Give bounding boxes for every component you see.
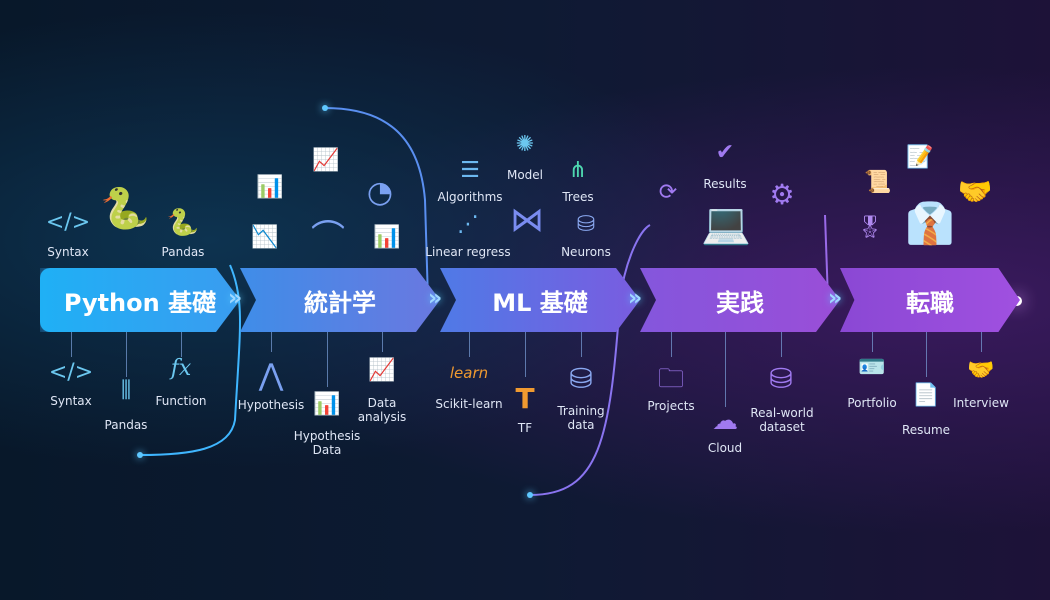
bar-chart-icon: 📊 xyxy=(313,392,341,417)
code-window-icon: </> xyxy=(45,210,91,235)
resume-icon: 📄 xyxy=(912,383,940,408)
scatter-icon: ⋰ xyxy=(457,212,479,237)
laptop-icon: 💻 xyxy=(701,201,751,247)
handshake-icon: 🤝 xyxy=(957,175,993,208)
pandas-icon: ⫼ xyxy=(120,378,132,403)
bell-curve-icon: ⌒ xyxy=(311,218,345,258)
handshake-icon: 🤝 xyxy=(967,358,995,383)
label-model: Model xyxy=(506,168,544,182)
database-icon: ⛁ xyxy=(569,362,593,395)
stage-practice: 実践 xyxy=(640,268,840,332)
bar-chart-icon: 📊 xyxy=(373,225,401,250)
gear-bolt-icon: ⚙ xyxy=(769,178,795,211)
professional-icon: 👔 xyxy=(905,201,955,247)
stage-label: 転職 xyxy=(906,288,954,317)
bar-chart-icon: 📊 xyxy=(256,175,284,200)
stage-ml: ML 基礎 xyxy=(440,268,640,332)
label-cloud: Cloud xyxy=(707,441,743,455)
label-algorithms: Algorithms xyxy=(437,190,503,204)
label-scikit-learn: Scikit-learn xyxy=(435,397,503,411)
database-icon: ⛁ xyxy=(576,212,596,237)
chevron-double-icon: » xyxy=(828,286,843,311)
label-pandas: Pandas xyxy=(104,418,148,432)
stage-label: 実践 xyxy=(716,288,764,317)
python-logo-icon: 🐍 xyxy=(100,186,150,232)
cloud-icon: ☁ xyxy=(712,406,738,436)
tree-icon: ⋔ xyxy=(568,158,588,183)
bar-chart-icon: 📈 xyxy=(312,148,340,173)
sklearn-logo-icon: learn xyxy=(449,364,489,382)
label-neurons: Neurons xyxy=(561,245,611,259)
label-data-analysis: Data analysis xyxy=(357,396,407,424)
chevron-double-icon: » xyxy=(228,286,243,311)
node-dot xyxy=(322,105,328,111)
node-dot xyxy=(137,452,143,458)
pie-chart-icon: ◔ xyxy=(366,175,394,210)
certificate-icon: 🎖 xyxy=(856,215,884,240)
tensorflow-icon: T xyxy=(515,382,535,415)
cycle-check-icon: ✔ xyxy=(715,140,735,165)
stage-python: Python 基礎 xyxy=(40,268,240,332)
workflow-icon: ⟳ xyxy=(658,180,678,205)
portfolio-icon: 🪪 xyxy=(858,355,886,380)
label-interview: Interview xyxy=(953,396,1009,410)
stage-statistics: 統計学 xyxy=(240,268,440,332)
label-function: Function xyxy=(155,394,207,408)
label-results: Results xyxy=(703,177,747,191)
label-resume: Resume xyxy=(901,423,951,437)
python-icon: 🐍 xyxy=(166,208,200,238)
label-hypothesis-data: Hypothesis Data xyxy=(293,429,361,457)
stage-label: 統計学 xyxy=(304,288,376,317)
node-dot xyxy=(527,492,533,498)
database-icon: ⛁ xyxy=(769,362,793,395)
neural-net-icon: ⋈ xyxy=(510,200,544,240)
label-hypothesis: Hypothesis xyxy=(237,398,305,412)
analysis-chart-icon: 📈 xyxy=(368,358,396,383)
label-projects: Projects xyxy=(647,399,695,413)
folder-gear-icon: 🗀 xyxy=(657,364,685,394)
label-pandas: Pandas xyxy=(161,245,205,259)
label-trees: Trees xyxy=(562,190,594,204)
label-syntax: Syntax xyxy=(47,245,89,259)
document-icon: 📝 xyxy=(906,145,934,170)
certificate-icon: 📜 xyxy=(864,170,892,195)
bell-curve-icon: ⋀ xyxy=(258,358,284,393)
code-window-icon: </> xyxy=(48,360,94,385)
chevron-double-icon: » xyxy=(428,286,443,311)
network-icon: ✺ xyxy=(515,132,535,157)
chevron-double-icon: » xyxy=(628,286,643,311)
label-training-data: Training data xyxy=(557,404,605,432)
label-tf: TF xyxy=(517,421,533,435)
stage-career: 転職 xyxy=(840,268,1020,332)
label-real-world-dataset: Real-world dataset xyxy=(750,406,814,434)
label-linear-regression: Linear regress xyxy=(425,245,511,259)
function-icon: fx xyxy=(170,356,192,381)
label-portfolio: Portfolio xyxy=(847,396,897,410)
label-syntax: Syntax xyxy=(50,394,92,408)
stage-label: Python 基礎 xyxy=(63,288,217,317)
line-chart-icon: 📉 xyxy=(251,225,279,250)
stage-label: ML 基礎 xyxy=(492,288,588,317)
checklist-icon: ☰ xyxy=(460,158,480,183)
